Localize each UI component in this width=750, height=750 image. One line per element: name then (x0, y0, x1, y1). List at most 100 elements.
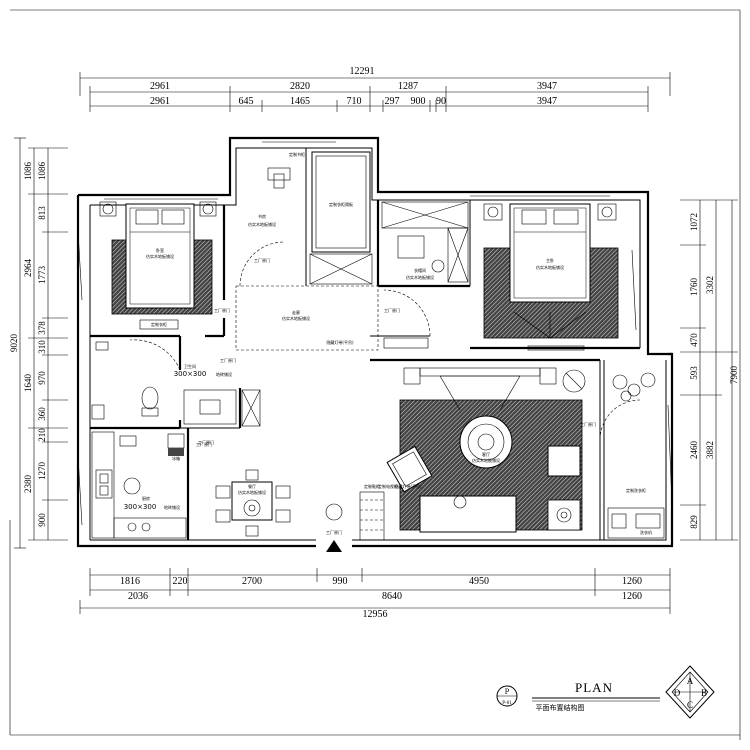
dim-left-outer-0: 1086 (23, 162, 33, 181)
corridor-label: 走廊 (292, 309, 300, 315)
walkin-floor-label: 仿实木地板铺设 (406, 274, 434, 280)
dim-right-total: 7900 (729, 366, 739, 385)
compass-c: C (687, 700, 693, 710)
bath-tile-note: 地砖铺设 (216, 371, 232, 377)
kitchen-label: 厨房 (142, 495, 150, 501)
dining-floor-label: 仿实木地板铺设 (238, 489, 266, 495)
dim-right-inner-2: 470 (689, 333, 699, 347)
dim-top-r2-1: 645 (239, 96, 254, 107)
dim-left-outer-3: 2380 (23, 475, 33, 494)
living-label: 客厅 (482, 451, 490, 457)
dim-right-inner-1: 1760 (689, 278, 699, 297)
plan-word: PLAN (575, 680, 613, 695)
dim-right-inner-5: 829 (689, 515, 699, 529)
dim-left-total: 9020 (9, 334, 19, 353)
dining-label: 餐厅 (248, 483, 256, 489)
dim-left-inner-1: 813 (37, 206, 47, 220)
dim-left-outer-2: 1640 (23, 374, 33, 393)
dimension-left: 9020 1086 2964 1640 2380 1086 813 1773 3… (9, 137, 68, 549)
dim-left-inner-0: 1086 (37, 162, 47, 181)
dim-top-r2-2: 1465 (290, 96, 310, 107)
kitchen-furniture: 厨房 300×300 地砖铺设 冰箱 工厂原门 (91, 431, 214, 539)
dim-left-inner-2: 1773 (37, 266, 47, 285)
compass-b: B (701, 688, 707, 698)
compass-d: D (674, 688, 681, 698)
master-furniture: 主卧 仿实木地板铺设 工厂原门 (383, 203, 619, 351)
dining-furniture: 餐厅 仿实木地板铺设 工厂原门 (196, 441, 291, 537)
bath-door-label: 工厂原门 (220, 357, 236, 363)
title-mark-bottom: P-01 (502, 701, 512, 706)
corridor-door-label: 工厂原门 (214, 307, 230, 313)
dim-top-r1-0: 2961 (150, 81, 170, 92)
dim-top-r1-2: 1287 (398, 81, 418, 92)
bedroom2-furniture: 卧室 仿实木地板铺设 定制衣柜 (99, 201, 217, 330)
dim-left-inner-6: 360 (37, 407, 47, 421)
study-label: 书房 (258, 213, 266, 219)
dim-top-r2-5: 900 (411, 96, 426, 107)
title-mark-top: P (505, 687, 510, 696)
tv-cabinet-label: 定制电视柜 (378, 483, 398, 489)
dim-bot-r1-5: 1260 (622, 576, 642, 587)
balcony-furniture: 定制洗衣柜 洗衣机 工厂原门 (580, 372, 665, 539)
kitchen-tile: 300×300 (124, 503, 157, 511)
dim-bot-r1-4: 4950 (469, 576, 489, 587)
corridor-floor-label: 仿实木地板铺设 (282, 315, 310, 321)
living-floor-label: 仿实木地板铺设 (472, 457, 500, 463)
washer-label: 洗衣机 (640, 529, 652, 535)
corridor: 走廊 仿实木地板铺设 隐藏灯带(平吊) 工厂原门 (214, 285, 429, 351)
dim-top-r2-3: 710 (347, 96, 362, 107)
balcony-door-label: 工厂原门 (580, 421, 596, 427)
wardrobe-low-label: 定制衣柜 (151, 321, 167, 327)
dim-left-inner-9: 900 (37, 513, 47, 527)
dim-bot-total: 12956 (363, 609, 388, 620)
dim-left-inner-4: 310 (37, 340, 47, 354)
dim-top-r2-0: 2961 (150, 96, 170, 107)
dim-top-r2-6: 90 (436, 96, 446, 107)
kitchen-door-label: 工厂原门 (198, 439, 214, 445)
dim-left-outer-1: 2964 (23, 259, 33, 278)
dim-bot-r2-1: 8640 (382, 591, 402, 602)
entry-door-label: 工厂原门 (326, 529, 342, 535)
bedroom2-floor-label: 仿实木地板铺设 (146, 253, 174, 259)
title-block: P P-01 PLAN 平面布置结构图 A B C D (496, 665, 715, 719)
dim-left-inner-3: 378 (37, 321, 47, 335)
dim-top-r1-1: 2820 (290, 81, 310, 92)
dimension-bottom: 1816 220 2700 990 4950 1260 2036 8640 12… (79, 568, 671, 620)
dimension-top: 12291 2961 2820 1287 3947 2961 645 1465 … (79, 66, 671, 112)
balcony-cabinet-label: 定制洗衣柜 (626, 487, 646, 493)
master-door-label: 工厂原门 (384, 307, 400, 313)
master-floor-label: 仿实木地板铺设 (536, 264, 564, 270)
compass-a: A (687, 676, 694, 686)
wardrobe-tall-label: 定制衣柜隔板 (329, 201, 353, 207)
dim-top-total: 12291 (350, 66, 375, 77)
dim-right-outer-0: 3302 (705, 276, 715, 294)
plan-subtitle: 平面布置结构图 (536, 703, 585, 712)
dim-bot-r1-3: 990 (333, 576, 348, 587)
dim-left-inner-5: 970 (37, 371, 47, 385)
dim-left-inner-8: 1270 (37, 462, 47, 481)
dim-bot-r1-2: 2700 (242, 576, 262, 587)
dim-bot-r1-1: 220 (173, 576, 188, 587)
fridge-label: 冰箱 (172, 455, 180, 461)
kitchen-tile-note: 地砖铺设 (164, 504, 180, 510)
dimension-right: 7900 3302 3882 1072 1760 470 593 2460 82… (680, 199, 739, 541)
master-label: 主卧 (546, 257, 554, 263)
dim-left-inner-7: 210 (37, 428, 47, 442)
study-furniture: 定制书柜 书房 仿实木地板铺设 定制衣柜隔板 工厂原门 (239, 151, 373, 287)
entry: 工厂原门 定制鞋柜 (325, 483, 385, 552)
bath-tile: 300×300 (174, 370, 207, 378)
shoe-cabinet-label: 定制鞋柜 (364, 483, 380, 489)
study-floor-label: 仿实木地板铺设 (248, 221, 276, 227)
dim-bot-r2-0: 2036 (128, 591, 148, 602)
living-furniture: 客厅 仿实木地板铺设 定制电视柜 隐藏灯带(平吊) (378, 367, 586, 533)
bedroom2-label: 卧室 (156, 247, 164, 253)
dining-door-label: 工厂原门 (196, 441, 212, 447)
walkin-label: 衣帽间 (414, 267, 426, 273)
ceiling-note: 隐藏灯带(平吊) (326, 339, 354, 345)
walkin-furniture: 衣帽间 仿实木地板铺设 (381, 201, 469, 283)
dim-right-inner-3: 593 (689, 366, 699, 380)
dim-bot-r2-2: 1260 (622, 591, 642, 602)
dim-right-inner-4: 2460 (689, 441, 699, 460)
bathroom-furniture: 卫生间 300×300 地砖铺设 工厂原门 (91, 339, 261, 427)
